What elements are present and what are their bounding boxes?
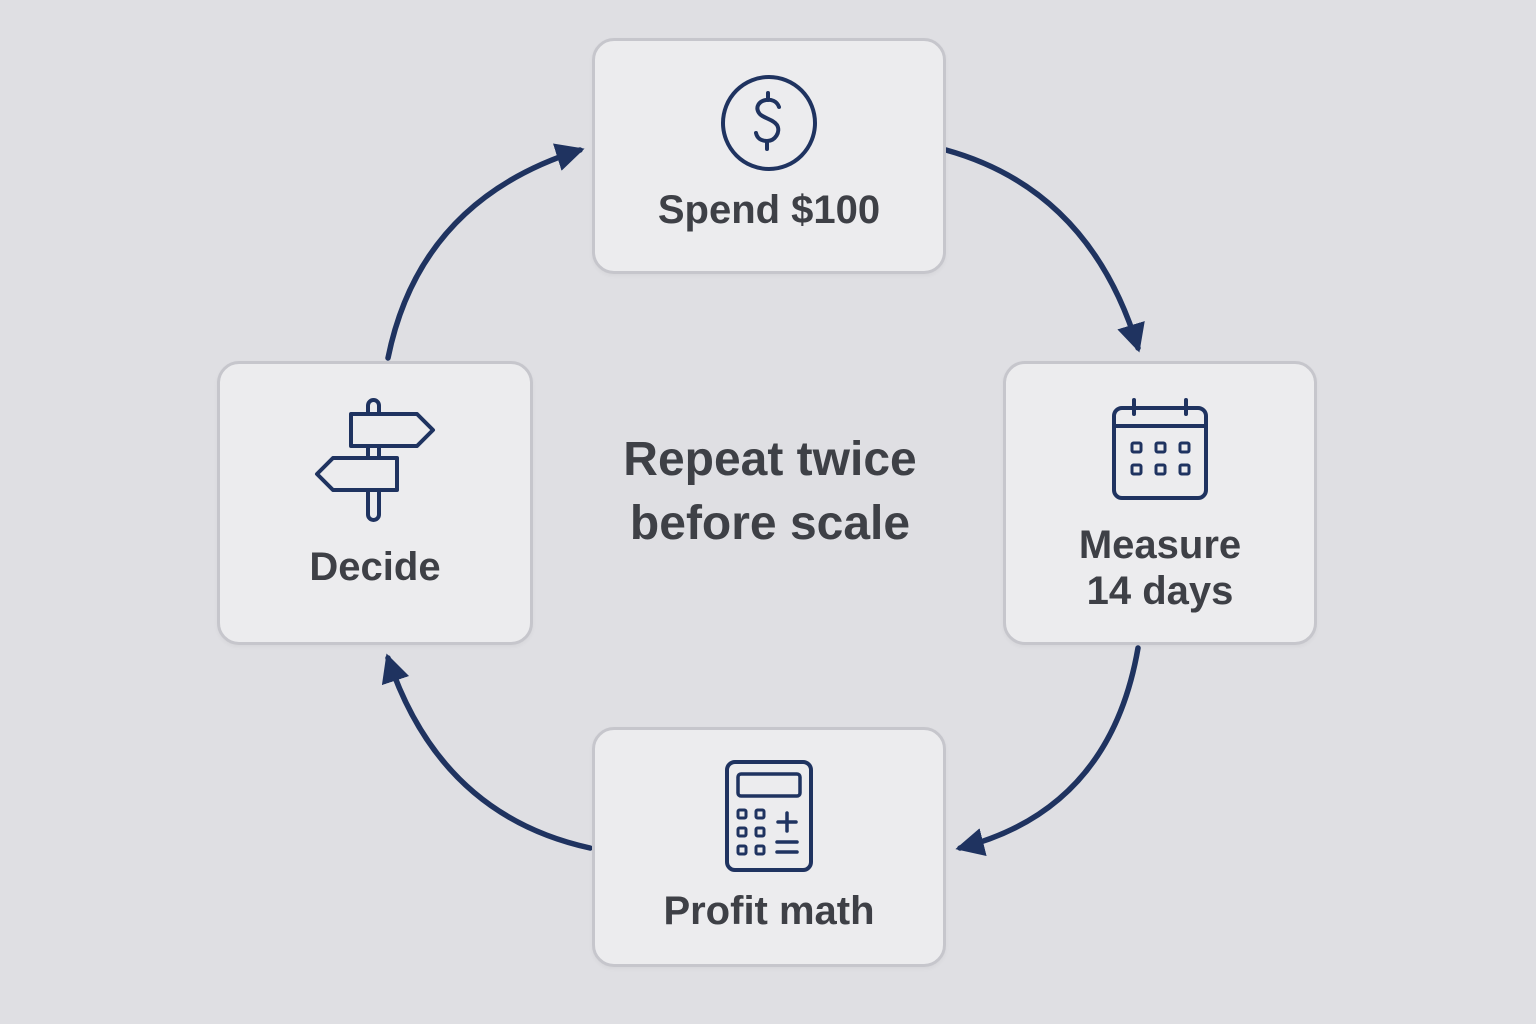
signpost-icon [315,398,435,522]
center-note: Repeat twice before scale [568,428,972,556]
calendar-icon [1112,398,1208,500]
step-card-spend: Spend $100 [592,38,946,274]
dollar-circle-icon [721,75,817,171]
arrow-decide-to-spend [385,143,585,361]
calculator-icon [725,760,813,872]
step-card-measure: Measure 14 days [1003,361,1317,645]
step-label-spend: Spend $100 [657,188,881,232]
arrow-spend-to-measure [943,147,1145,353]
center-note-line-1: Repeat twice [623,433,917,486]
arrow-measure-to-profit [955,645,1141,856]
arrow-profit-to-decide [381,653,593,851]
step-label-measure: Measure 14 days [1078,523,1242,613]
step-card-profit: Profit math [592,727,946,967]
step-label-profit: Profit math [663,889,875,933]
step-card-decide: Decide [217,361,533,645]
step-label-decide: Decide [309,545,441,589]
center-note-line-2: before scale [629,497,911,550]
